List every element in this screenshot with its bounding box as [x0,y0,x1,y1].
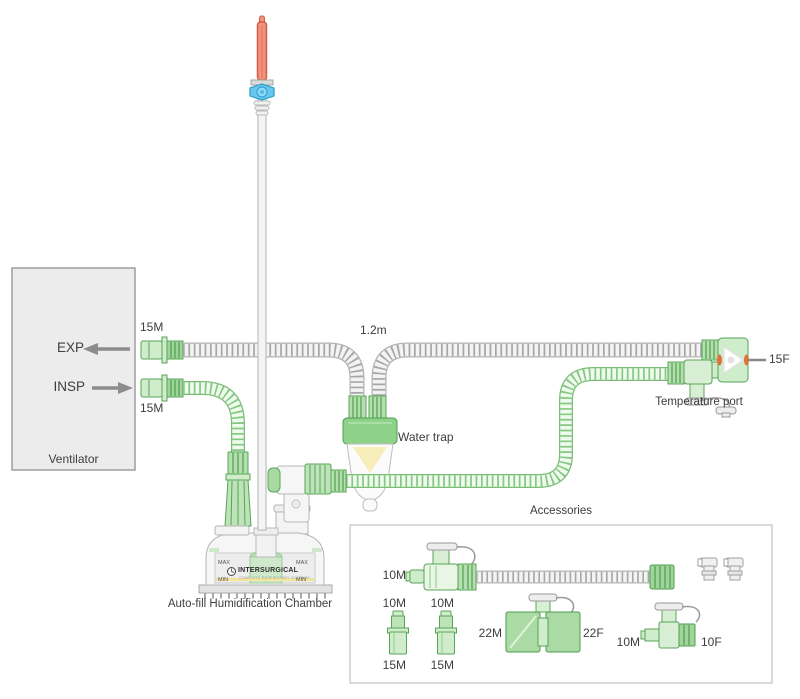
accessories-box [349,524,773,684]
inspiratory-tube-to-chamber [183,381,245,452]
temperature-port [667,359,737,418]
insp-port-connector [140,374,184,402]
adapter1-bottom-label: 15M [382,658,406,672]
exp-port-connector [140,336,184,364]
connector10-left-label: 10M [616,635,640,649]
chamber-label: Auto-fill Humidification Chamber [167,598,333,610]
connector22-left-label: 22M [478,626,502,640]
insp-label: INSP [53,379,85,394]
adapter2-bottom-label: 15M [430,658,454,672]
chamber-tagline-label: COMPLETE RESPIRATORY SYSTEMS [239,575,310,580]
chamber-max-right-label: MAX [296,560,308,566]
chamber-outlet-elbow [267,463,347,523]
catheter-mount-port-label: 10M [382,568,406,582]
water-trap-label: Water trap [398,430,454,444]
flow-clamp-icon [249,83,275,101]
y-piece [701,337,766,383]
insp-port-size-label: 15M [140,401,164,415]
ventilator-label: Ventilator [48,452,99,466]
temperature-port-label: Temperature port [655,396,743,408]
tube-length-label: 1.2m [360,323,387,337]
water-trap [342,395,398,512]
accessories-title: Accessories [530,505,592,517]
insp-arrow-icon [92,382,133,394]
adapter2-top-label: 10M [430,596,454,610]
connector10-right-label: 10F [701,635,722,649]
adapter-10m-15m-2 [435,610,457,655]
elbow-connector-2 [723,557,744,581]
exp-arrow-icon [83,343,130,355]
chamber-brand-label: INTERSURGICAL [238,567,299,574]
water-feed-line [249,15,275,531]
ventilator-box [11,267,136,471]
exp-port-size-label: 15M [140,320,164,334]
connector22-right-label: 22F [583,626,604,640]
connector-22m-22f [505,593,581,653]
patient-port-size-label: 15F [769,352,790,366]
chamber-max-left-label: MAX [218,560,230,566]
inspiratory-tube-to-patient [346,367,668,488]
connector-10m-10f [640,602,701,649]
chamber-inlet-connector [224,451,252,527]
chamber-min-right-label: MIN [296,577,307,583]
bag-spike-icon [256,15,268,81]
elbow-connector-1 [697,557,718,581]
expiratory-tube [183,342,702,396]
adapter-10m-15m-1 [387,610,409,655]
adapter1-top-label: 10M [382,596,406,610]
exp-label: EXP [56,340,84,355]
catheter-mount [405,542,675,591]
chamber-min-left-label: MIN [218,577,229,583]
